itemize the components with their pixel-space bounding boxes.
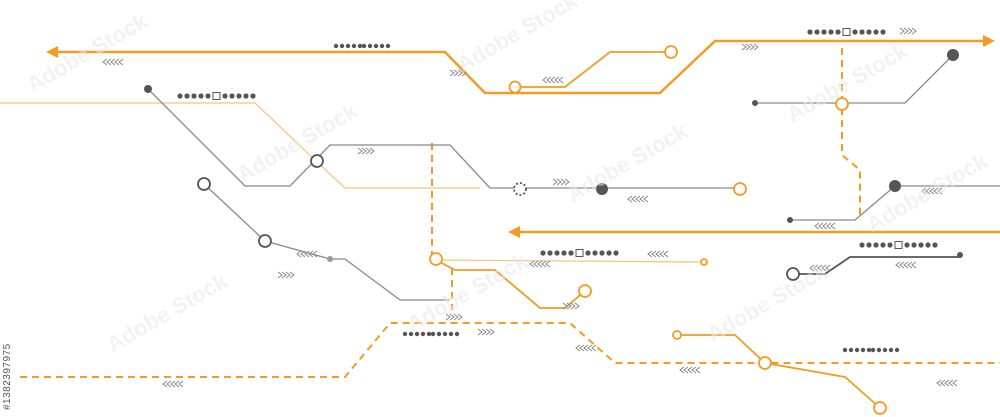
chevrons-right-1: [921, 187, 943, 195]
stock-id-label: #1382397975: [2, 343, 13, 410]
orange-traces: [55, 39, 1000, 234]
node-open-gray-2: [197, 177, 211, 191]
chevrons-lower-mid-diag: [575, 344, 597, 352]
node-open-orange-5: [429, 252, 443, 266]
filled-gray-nodes: [144, 49, 963, 262]
mid-thin-trace: [435, 259, 701, 263]
chevrons-mid-4: [529, 260, 551, 268]
dashed-vertical-right: [841, 48, 861, 220]
light-orange-traces: [0, 102, 701, 263]
node-open-gray-4: [786, 267, 800, 281]
chevrons-right-4: [895, 261, 917, 269]
node-open-orange-2: [508, 80, 522, 94]
chevrons-top-right: [899, 27, 917, 35]
chevrons-top-left: [102, 58, 124, 66]
node-filled-7: [957, 252, 963, 258]
node-open-orange-7: [578, 284, 592, 298]
gray-trace-d: [790, 185, 1000, 221]
top-left-arrow-trace: [55, 39, 985, 95]
dots-top-left: [333, 43, 363, 49]
node-filled-3: [947, 49, 959, 61]
chevrons-lower-2: [679, 366, 701, 374]
left-arrowhead-top: [46, 46, 58, 58]
node-dotted-gray: [513, 182, 527, 196]
dots-square-right: [858, 241, 939, 249]
dark-gray-trace-e: [793, 256, 960, 275]
chevrons-left-2: [277, 271, 295, 279]
open-orange-nodes: [429, 45, 887, 415]
chevrons-top-mid: [741, 43, 759, 51]
left-arrowhead-middle: [508, 226, 520, 238]
node-open-gray-1: [310, 154, 324, 168]
node-open-orange-8: [672, 330, 682, 340]
lower-mid-trace: [435, 259, 586, 309]
chevrons-mid-7: [445, 313, 463, 321]
dashed-traces: [20, 48, 1000, 378]
open-gray-nodes: [197, 154, 800, 281]
orange-secondary-traces: [435, 51, 881, 409]
node-open-orange-1: [664, 45, 678, 59]
gray-trace-a: [147, 88, 740, 189]
chevrons-mid-2: [552, 178, 570, 186]
gray-traces: [147, 54, 1000, 301]
node-filled-2: [596, 183, 608, 195]
node-filled-4: [752, 100, 758, 106]
dots-lower-right: [842, 347, 872, 353]
node-filled-8: [327, 256, 333, 262]
dashed-bottom-trace: [20, 322, 1000, 378]
chevrons-top-mid-2: [449, 69, 467, 77]
dots-lower-mid-2: [430, 331, 460, 337]
node-filled-5: [889, 180, 901, 192]
chevron-groups: [102, 27, 958, 388]
node-filled-1: [144, 85, 152, 93]
chevrons-mid-5: [647, 250, 669, 258]
dots-top-left-2: [361, 43, 391, 49]
dots-lower-mid: [402, 331, 432, 337]
chevrons-lower-3: [936, 379, 958, 387]
node-filled-6: [787, 217, 793, 223]
node-open-orange-4: [733, 182, 747, 196]
dot-groups: [176, 28, 939, 353]
dots-square-middle: [539, 249, 620, 257]
chevrons-mid-8: [477, 328, 495, 336]
chevrons-mid-1: [357, 147, 375, 155]
lower-right-trace: [677, 334, 881, 409]
node-open-orange-10: [873, 401, 887, 415]
chevrons-right-3: [809, 264, 831, 272]
chevrons-top-mid-3: [542, 76, 564, 84]
chevrons-lower-1: [162, 380, 184, 388]
dots-square-left: [176, 92, 257, 100]
gray-trace-c: [755, 54, 954, 104]
node-open-orange-3: [835, 97, 849, 111]
node-open-gray-3: [258, 234, 272, 248]
dots-square-top-right: [806, 28, 887, 36]
chevrons-mid-3: [627, 195, 649, 203]
chevrons-right-2: [814, 222, 836, 230]
loop-trace-top: [515, 51, 665, 88]
node-open-orange-9: [758, 356, 772, 370]
node-open-orange-6: [700, 258, 708, 266]
dots-lower-right-2: [870, 347, 900, 353]
right-arrowhead-top: [983, 35, 995, 47]
gray-trace-b: [203, 183, 450, 301]
